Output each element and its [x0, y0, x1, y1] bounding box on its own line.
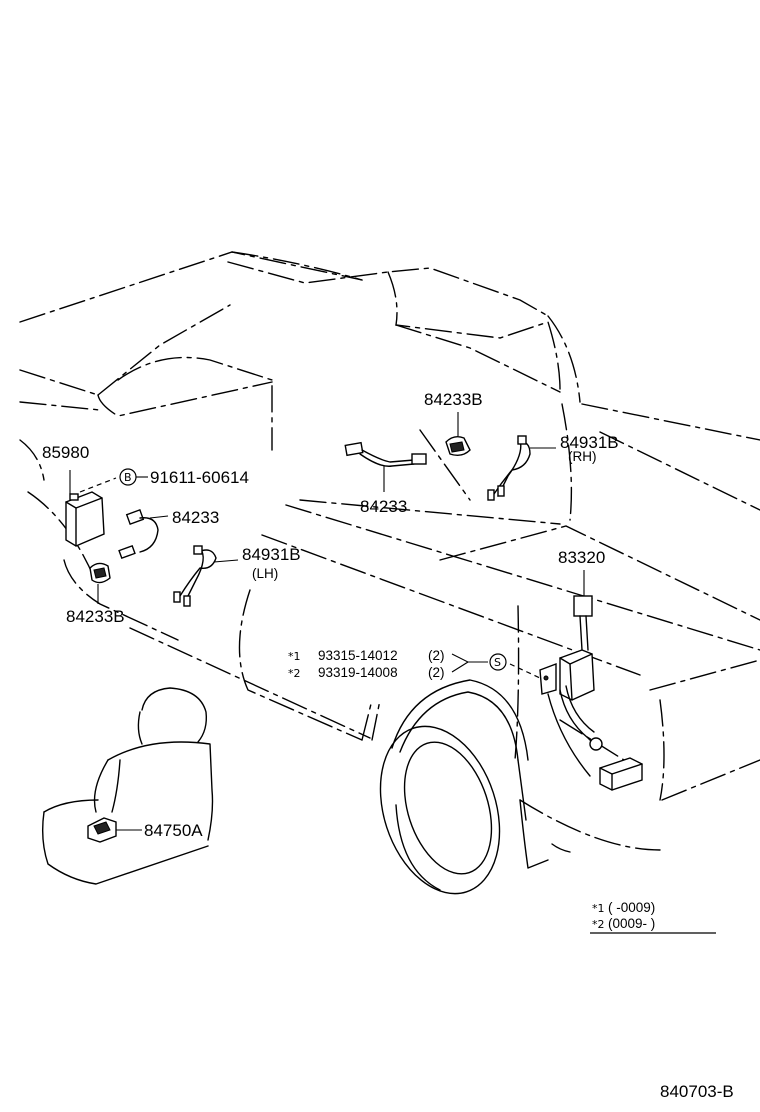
sensor-84233B-right-part [445, 412, 471, 457]
rear-wheel [379, 679, 571, 895]
mark-s-row1: *1 [288, 650, 301, 663]
svg-text:B: B [124, 471, 132, 484]
diagram-id: 840703-B [660, 1082, 734, 1101]
label-93315-14012: 93315-14012 [318, 648, 398, 663]
qty-s-row2: (2) [428, 665, 445, 680]
bolt-s-bracket [451, 653, 470, 673]
mark-s-row2: *2 [288, 667, 301, 680]
label-85980: 85980 [42, 443, 89, 462]
bolt-b-leader [79, 477, 117, 493]
label-84233B-left: 84233B [66, 607, 125, 626]
bolt-s-leader [509, 663, 541, 679]
label-84931B-left: 84931B [242, 545, 301, 564]
unit-83320-part [539, 570, 643, 791]
seat [41, 687, 214, 885]
label-91611-60614: 91611-60614 [150, 468, 249, 487]
label-83320: 83320 [558, 548, 605, 567]
bolt-s-symbol: S [489, 653, 507, 671]
label-84931B-right: 84931B [560, 433, 619, 452]
note-range-2: (0009- ) [608, 916, 655, 931]
label-rh: (RH) [568, 449, 597, 464]
note-mark-2: *2 [592, 918, 605, 931]
label-84233-left: 84233 [172, 508, 219, 527]
ecu-85980-part [65, 470, 105, 547]
sensor-84233-right-part [344, 441, 427, 492]
svg-text:S: S [494, 656, 501, 669]
harness-84931B-left-part [173, 545, 239, 607]
label-84750A: 84750A [144, 821, 203, 840]
harness-84931B-right-part [487, 435, 556, 501]
sensor-84233B-left-part [89, 562, 111, 604]
label-84233-right: 84233 [360, 497, 407, 516]
note-range-1: ( -0009) [608, 900, 655, 915]
switch-84750A-part [87, 817, 142, 843]
sensor-84233-left-part [118, 509, 169, 560]
note-mark-1: *1 [592, 902, 605, 915]
label-lh: (LH) [252, 566, 278, 581]
bolt-b-symbol: B [119, 468, 137, 486]
label-93319-14008: 93319-14008 [318, 665, 398, 680]
label-84233B-right: 84233B [424, 390, 483, 409]
qty-s-row1: (2) [428, 648, 445, 663]
